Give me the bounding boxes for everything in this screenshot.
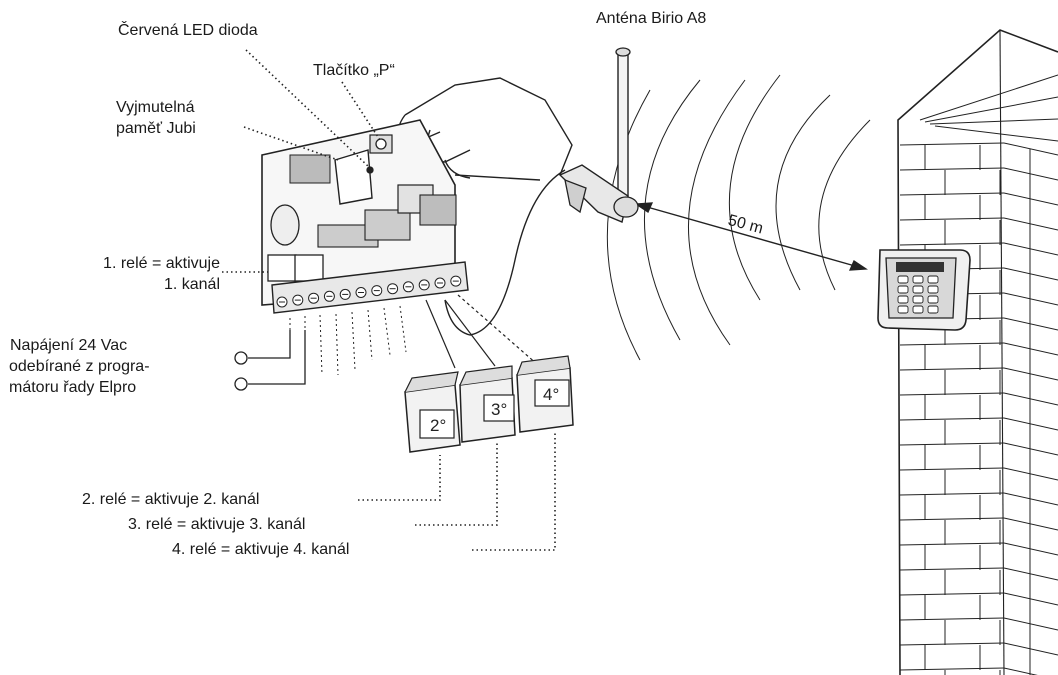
relay1-label-line-1: 1. relé = aktivuje — [50, 253, 220, 274]
relay-module-2: 2° — [405, 372, 460, 452]
power-label-line-2: odebírané z progra- — [9, 356, 150, 377]
relay1-label: 1. relé = aktivuje 1. kanál — [50, 253, 220, 295]
relay3-label: 3. relé = aktivuje 3. kanál — [128, 514, 305, 535]
memory-label-line-2: paměť Jubi — [116, 118, 196, 139]
memory-label: Vyjmutelná paměť Jubi — [116, 97, 196, 139]
power-label: Napájení 24 Vac odebírané z progra- máto… — [9, 335, 150, 398]
power-label-line-1: Napájení 24 Vac — [10, 335, 150, 356]
callout-button-p — [342, 82, 380, 140]
power-terminal-1 — [235, 352, 247, 364]
power-terminal-2 — [235, 378, 247, 390]
relay4-label: 4. relé = aktivuje 4. kanál — [172, 539, 349, 560]
red-led-label: Červená LED dioda — [118, 20, 258, 41]
relay-module-4: 4° — [517, 356, 573, 432]
callout-relay3 — [415, 442, 497, 525]
callout-relay4 — [472, 432, 555, 550]
relay-module-3-label: 3° — [491, 400, 507, 419]
memory-label-line-1: Vyjmutelná — [116, 97, 196, 118]
relay1-label-line-2: 1. kanál — [50, 274, 220, 295]
callout-relay2 — [358, 455, 440, 500]
antenna-label: Anténa Birio A8 — [596, 8, 706, 29]
wireless-keypad-icon — [878, 250, 970, 330]
relay-module-2-label: 2° — [430, 416, 446, 435]
relay-module-3: 3° — [460, 366, 515, 442]
relay-module-4-label: 4° — [543, 385, 559, 404]
receiver-board-icon — [235, 120, 538, 390]
power-label-line-3: mátoru řady Elpro — [9, 377, 150, 398]
antenna-icon — [445, 48, 638, 335]
relay-modules: 2° 3° 4° — [405, 356, 573, 452]
relay2-label: 2. relé = aktivuje 2. kanál — [82, 489, 259, 510]
brick-wall-icon — [898, 30, 1058, 675]
button-p-label: Tlačítko „P“ — [313, 60, 395, 81]
